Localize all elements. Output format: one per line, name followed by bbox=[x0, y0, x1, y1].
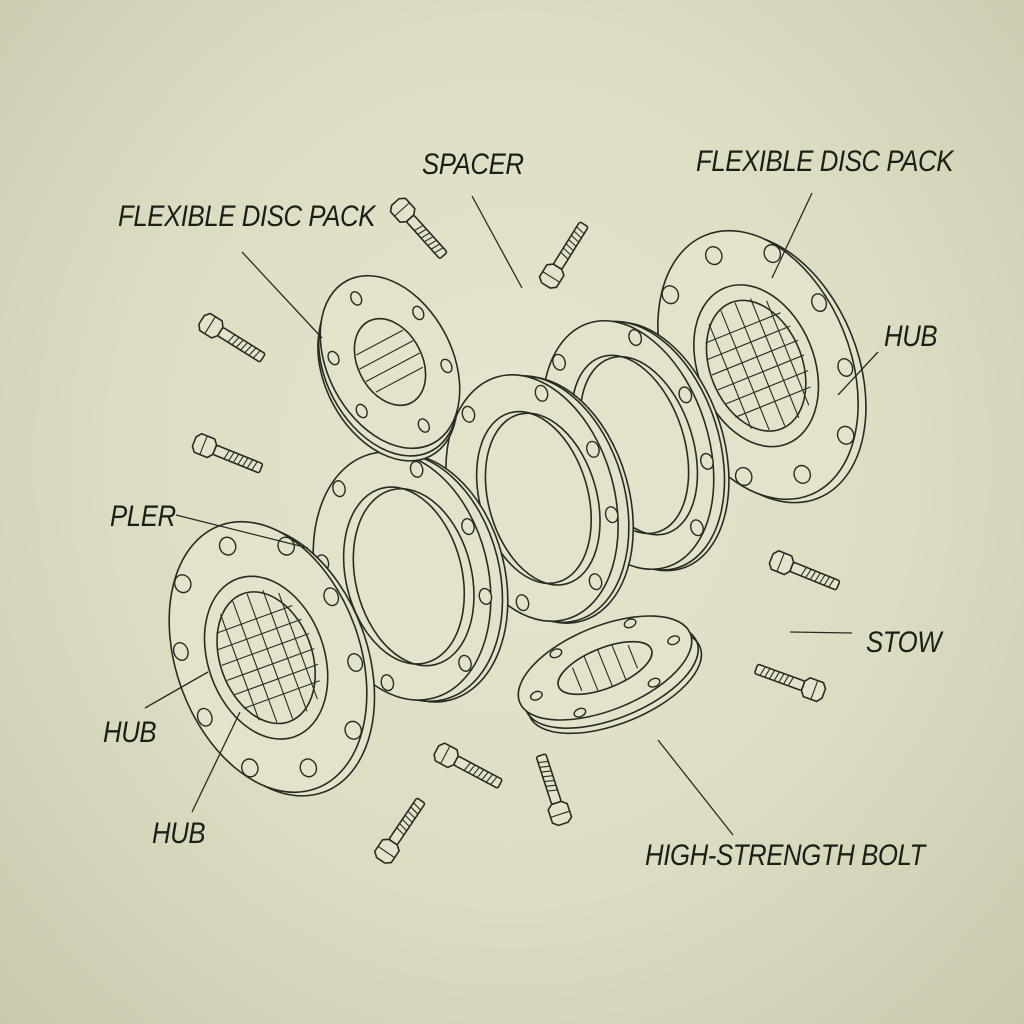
bolt-4 bbox=[189, 431, 266, 479]
label-flexible-disc-pack-right: FLEXIBLE DISC PACK bbox=[696, 145, 954, 178]
bolt-1 bbox=[387, 194, 452, 264]
bolt-3 bbox=[195, 310, 269, 368]
bolt-7 bbox=[430, 740, 506, 794]
leader-bolt bbox=[657, 739, 734, 836]
label-high-strength-bolt: HIGH-STRENGTH BOLT bbox=[645, 839, 925, 872]
label-spacer: SPACER bbox=[422, 148, 524, 181]
label-flexible-disc-pack-left: FLEXIBLE DISC PACK bbox=[118, 200, 376, 233]
hub-left-part bbox=[168, 520, 376, 797]
label-pler: PLER bbox=[110, 500, 176, 533]
leader-stow bbox=[789, 631, 853, 634]
leader-hub-right bbox=[837, 351, 879, 396]
disc-pack-top-left bbox=[317, 274, 461, 462]
leader-pler bbox=[175, 514, 309, 549]
label-hub-left-upper: HUB bbox=[103, 716, 157, 749]
bolt-6 bbox=[751, 658, 828, 704]
leader-spacer bbox=[471, 195, 523, 289]
label-stow: STOW bbox=[866, 626, 942, 659]
leader-hub-left-upper bbox=[144, 671, 209, 709]
bolt-8 bbox=[530, 751, 574, 828]
leader-fdp-right bbox=[771, 192, 813, 279]
label-hub-right: HUB bbox=[884, 320, 938, 353]
leader-fdp-left bbox=[241, 251, 323, 339]
bolt-2 bbox=[536, 218, 594, 292]
leader-hub-left-lower bbox=[191, 711, 241, 813]
label-hub-left-lower: HUB bbox=[152, 817, 206, 850]
disc-pack-bottom-center bbox=[517, 615, 703, 735]
bolt-9 bbox=[371, 794, 431, 867]
bolt-5 bbox=[766, 548, 843, 596]
